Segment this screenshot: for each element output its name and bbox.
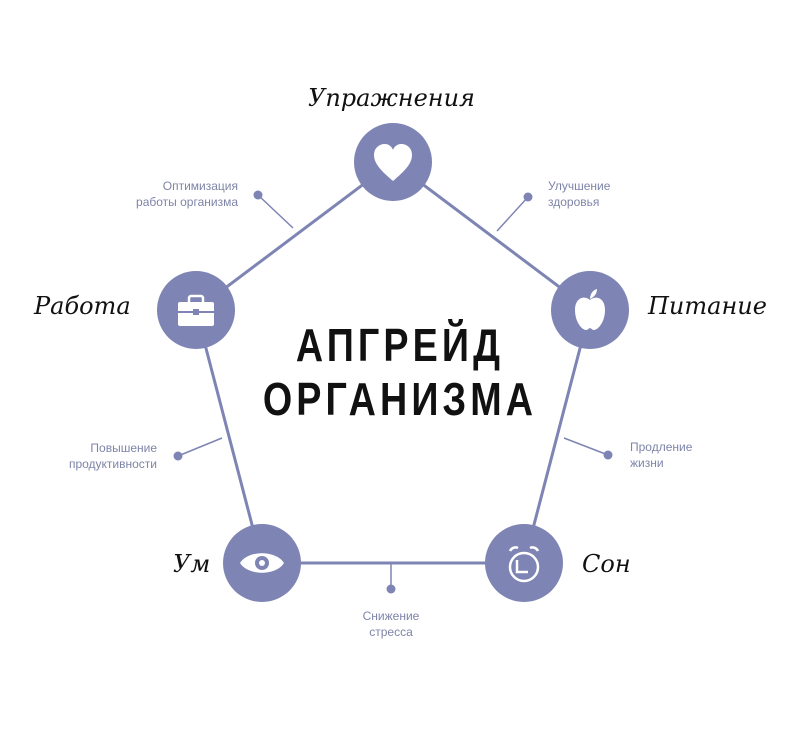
benefit-connectors (177, 194, 609, 589)
benefit-dot (386, 584, 396, 594)
benefit-productivity: Повышение продуктивности (40, 440, 157, 472)
benefit-line: Снижение (362, 609, 420, 623)
label-exercise: Упражнения (308, 84, 475, 112)
benefit-optimization: Оптимизация работы организма (110, 178, 238, 210)
eye-icon (240, 553, 284, 573)
benefit-line: жизни (630, 456, 664, 470)
benefit-health: Улучшение здоровья (548, 178, 610, 210)
benefit-line: Продление (630, 440, 693, 454)
benefit-line: работы организма (136, 195, 238, 209)
benefit-dot (603, 450, 613, 460)
pentagon-edges (194, 160, 592, 565)
label-sleep: Сон (582, 550, 631, 578)
pentagon-outline (194, 160, 592, 565)
benefit-line: Оптимизация (162, 179, 238, 193)
connector (257, 194, 294, 229)
title-line-2: ОРГАНИЗМА (262, 373, 538, 425)
benefit-dot (523, 192, 533, 202)
benefit-line: продуктивности (68, 457, 157, 471)
connector (177, 437, 223, 457)
alarm-clock-icon (508, 546, 540, 583)
benefit-line: Повышение (90, 441, 157, 455)
label-work: Работа (34, 292, 131, 320)
benefit-stress: Снижение стресса (351, 608, 431, 640)
label-mind: Ум (173, 550, 211, 578)
benefit-dot (253, 190, 263, 200)
benefit-line: Улучшение (548, 179, 611, 193)
benefit-line: здоровья (548, 195, 600, 209)
diagram-title: АПГРЕЙД ОРГАНИЗМА (72, 318, 728, 426)
apple-icon (575, 289, 605, 330)
label-nutrition: Питание (648, 292, 767, 320)
benefit-dot (173, 451, 183, 461)
benefit-longevity: Продление жизни (630, 439, 692, 471)
briefcase-icon (178, 294, 214, 326)
benefit-line: стресса (369, 625, 413, 639)
node-sleep (485, 524, 563, 602)
connector (496, 196, 529, 232)
connector (563, 437, 609, 456)
title-line-1: АПГРЕЙД (295, 319, 505, 371)
heart-icon (374, 144, 412, 181)
